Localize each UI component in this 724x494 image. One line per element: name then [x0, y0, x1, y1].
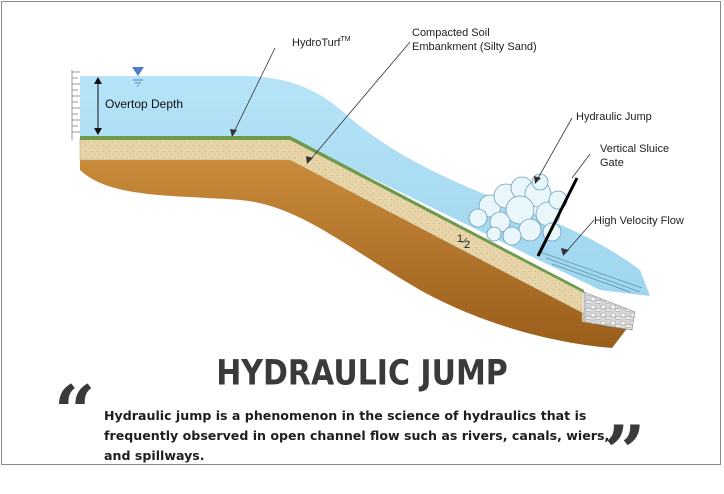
flow-arrowhead	[561, 248, 569, 256]
svg-text:2: 2	[464, 239, 470, 251]
water-level-marker-icon	[132, 67, 144, 87]
compacted-soil-label-line2: Embankment (Silty Sand)	[412, 41, 537, 53]
depth-gauge	[71, 70, 80, 140]
foundation-layer	[80, 160, 632, 348]
riprap-toe	[583, 291, 636, 331]
high-velocity-flow-label: High Velocity Flow	[594, 215, 684, 227]
open-quote-icon: “	[54, 369, 96, 454]
page-title: HYDRAULIC JUMP	[216, 353, 508, 394]
sluice-gate-label-line1: Vertical Sluice	[600, 143, 669, 155]
slope-ratio: 1 2	[457, 233, 470, 251]
overtop-depth-label: Overtop Depth	[105, 97, 183, 111]
overtop-depth-arrow	[94, 77, 102, 135]
embankment-diagram: Overtop Depth HydroTurfTM Compacted Soil…	[71, 27, 684, 348]
jump-arrowhead	[534, 176, 541, 184]
svg-text:1: 1	[457, 233, 463, 245]
description-text: Hydraulic jump is a phenomenon in the sc…	[104, 408, 610, 463]
hydraulic-jump-bubbles	[468, 173, 568, 246]
leader-lines	[233, 41, 595, 253]
compacted-soil-label-line1: Compacted Soil	[412, 27, 490, 39]
close-quote-icon: ”	[604, 409, 646, 494]
soil-arrowhead	[306, 156, 313, 164]
hydraulic-jump-label: Hydraulic Jump	[576, 111, 652, 123]
sluice-gate-label-line2: Gate	[600, 157, 624, 169]
high-velocity-streaks	[539, 251, 643, 293]
hydroturf-label: HydroTurfTM	[292, 36, 351, 49]
sluice-gate	[536, 177, 579, 257]
hydroturf-arrowhead	[230, 129, 237, 137]
